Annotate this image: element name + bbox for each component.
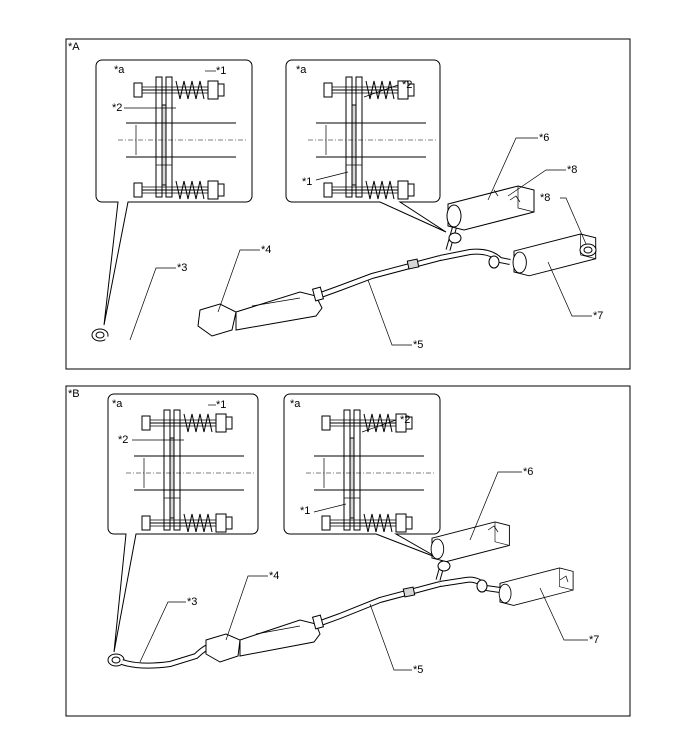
panel-b-inset-right: *a *2 *1: [283, 393, 441, 559]
callout-1: *1: [302, 176, 312, 188]
panel-a-inset-right: *a *2 *1: [285, 59, 447, 233]
inset-tag: *a: [290, 398, 301, 410]
callout-8: *8: [540, 192, 550, 204]
callout-6: *6: [539, 132, 549, 144]
panel-b-exhaust: [107, 521, 574, 669]
inset-tag: *a: [112, 398, 123, 410]
inset-tag: *a: [114, 64, 125, 76]
panel-a-inset-left: *a *1 *2: [95, 59, 253, 326]
panel-a-exhaust: [91, 185, 597, 346]
inset-tag: *a: [296, 64, 307, 76]
panel-b-frame: [65, 385, 631, 717]
panel-b-callouts: *3 *4 *5 *6 *7: [139, 466, 599, 676]
panel-a-id: *A: [68, 41, 80, 53]
callout-7: *7: [593, 310, 603, 322]
panel-a: *A *a *1 *2 *a *2 *1: [65, 38, 631, 370]
panel-b-id: *B: [68, 388, 80, 400]
callout-1: *1: [216, 399, 226, 411]
callout-4: *4: [269, 570, 279, 582]
callout-1: *1: [216, 65, 226, 77]
callout-2: *2: [400, 414, 410, 426]
panel-a-callouts: *3 *4 *5 *6 *7 *8 *8: [129, 132, 603, 351]
panel-b-inset-left: *a *1 *2: [107, 393, 259, 653]
callout-7: *7: [589, 634, 599, 646]
callout-8: *8: [567, 164, 577, 176]
callout-2: *2: [402, 79, 412, 91]
callout-6: *6: [523, 466, 533, 478]
callout-2: *2: [118, 434, 128, 446]
panel-a-frame: [65, 38, 631, 370]
callout-5: *5: [413, 664, 423, 676]
callout-4: *4: [261, 244, 271, 256]
callout-5: *5: [413, 339, 423, 351]
panel-b: *B *a *1 *2 *a *2 *1: [65, 385, 631, 717]
callout-1: *1: [300, 505, 310, 517]
callout-3: *3: [177, 262, 187, 274]
callout-3: *3: [187, 596, 197, 608]
callout-2: *2: [112, 102, 122, 114]
